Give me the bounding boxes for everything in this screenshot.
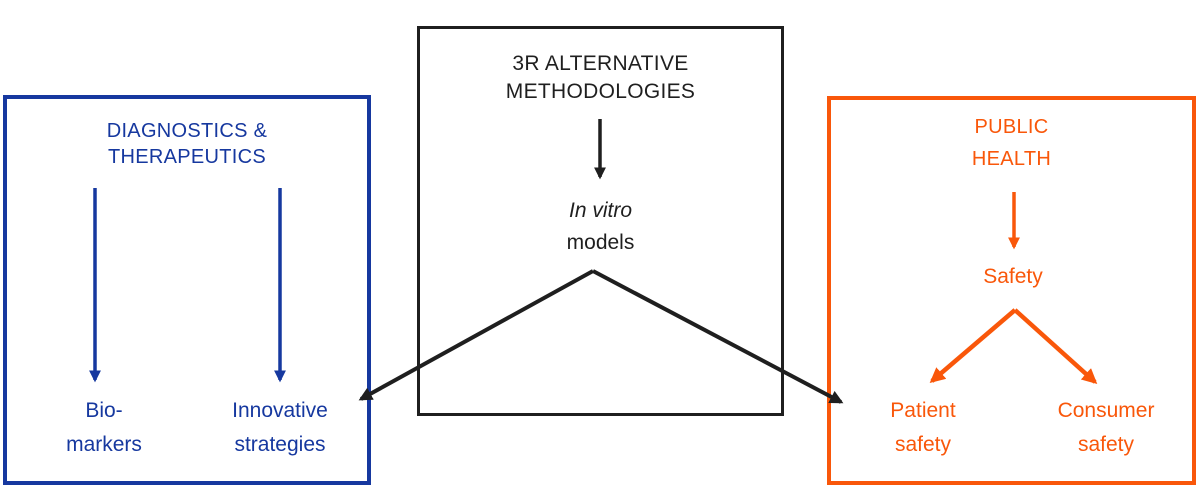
safety-label: Safety bbox=[953, 260, 1073, 294]
diagnostics-title: DIAGNOSTICS & THERAPEUTICS bbox=[3, 118, 371, 170]
methodologies-title-line2: METHODOLOGIES bbox=[505, 80, 696, 103]
innovative-strategies-label: Innovative strategies bbox=[210, 394, 350, 462]
patient-safety-label-line2: safety bbox=[894, 433, 952, 456]
methodologies-title-line1: 3R ALTERNATIVE bbox=[512, 52, 689, 75]
invitro-models-label: In vitro models bbox=[417, 195, 784, 259]
invitro-models-label-line1: In vitro bbox=[568, 199, 633, 222]
methodologies-box bbox=[417, 26, 784, 416]
public-health-title: PUBLIC HEALTH bbox=[827, 111, 1196, 175]
patient-safety-label: Patient safety bbox=[863, 394, 983, 462]
public-health-title-line1: PUBLIC bbox=[974, 116, 1049, 138]
biomarkers-label: Bio- markers bbox=[44, 394, 164, 462]
patient-safety-label-line1: Patient bbox=[890, 399, 956, 422]
consumer-safety-label: Consumer safety bbox=[1036, 394, 1176, 462]
public-health-title-line2: HEALTH bbox=[971, 148, 1052, 170]
innovative-strategies-label-line1: Innovative bbox=[232, 399, 328, 422]
biomarkers-label-line1: Bio- bbox=[85, 399, 123, 422]
biomarkers-label-line2: markers bbox=[66, 433, 142, 456]
diagnostics-title-line1: DIAGNOSTICS & bbox=[106, 120, 268, 142]
invitro-models-label-line2: models bbox=[566, 231, 635, 254]
diagnostics-title-line2: THERAPEUTICS bbox=[107, 146, 267, 168]
consumer-safety-label-line1: Consumer bbox=[1057, 399, 1155, 422]
innovative-strategies-label-line2: strategies bbox=[234, 433, 326, 456]
methodologies-title: 3R ALTERNATIVE METHODOLOGIES bbox=[417, 50, 784, 106]
consumer-safety-label-line2: safety bbox=[1077, 433, 1135, 456]
safety-label-line1: Safety bbox=[983, 265, 1043, 288]
